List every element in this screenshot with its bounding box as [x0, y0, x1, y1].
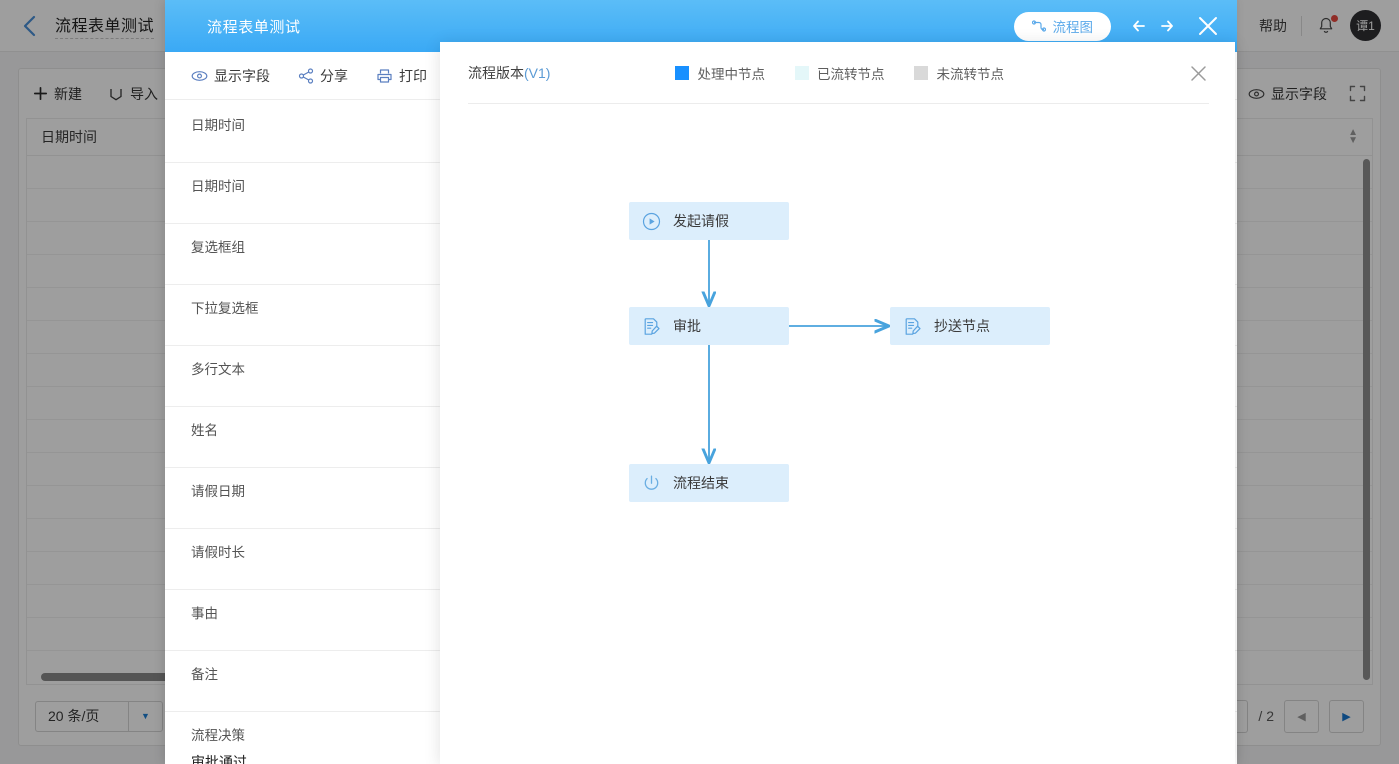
flow-node-label: 流程结束	[673, 475, 729, 491]
horizontal-scrollbar[interactable]	[41, 673, 181, 681]
flow-node-label: 抄送节点	[934, 318, 990, 334]
flow-chart-button[interactable]: 流程图	[1013, 11, 1111, 41]
audit-icon	[629, 317, 673, 336]
flow-chart-modal: 流程版本(V1) 处理中节点 已流转节点 未流转节点 发起请假审批 抄送节点流程结束	[440, 42, 1235, 764]
form-share-label: 分享	[320, 67, 348, 84]
new-record-button[interactable]: 新建	[33, 84, 82, 104]
form-field-label: 多行文本	[191, 362, 245, 377]
avatar[interactable]: 谭1	[1350, 10, 1381, 41]
topbar-right-group: 帮助 谭1	[1259, 10, 1381, 41]
share-icon	[298, 67, 314, 84]
form-show-fields-label: 显示字段	[214, 67, 270, 84]
plus-icon	[33, 86, 48, 101]
close-icon[interactable]	[1188, 63, 1209, 84]
divider	[1301, 15, 1302, 36]
page-size-select[interactable]: 20 条/页 ▼	[35, 700, 163, 732]
sort-icon[interactable]: ▲▼	[1348, 127, 1358, 146]
chevron-down-icon[interactable]: ▼	[128, 701, 162, 731]
legend-swatch	[794, 66, 809, 80]
form-field-label: 日期时间	[191, 118, 245, 133]
caret-left-icon[interactable]: ◀	[1284, 699, 1319, 733]
legend-item: 已流转节点	[794, 63, 885, 83]
form-field-label: 请假时长	[191, 545, 245, 560]
flow-legend: 处理中节点 已流转节点 未流转节点	[675, 63, 1004, 83]
show-fields-button[interactable]: 显示字段	[1248, 84, 1327, 104]
print-icon	[376, 68, 393, 84]
page-title: 流程表单测试	[55, 12, 155, 39]
legend-swatch	[914, 66, 929, 80]
play-circle-icon	[629, 212, 673, 231]
import-icon	[108, 86, 124, 102]
notification-badge	[1331, 14, 1338, 22]
import-label: 导入	[130, 85, 158, 102]
form-print-label: 打印	[399, 67, 427, 84]
flow-node[interactable]: 发起请假	[629, 202, 789, 240]
flow-version-number: (V1)	[524, 65, 551, 81]
import-button[interactable]: 导入	[108, 84, 158, 104]
form-show-fields-button[interactable]: 显示字段	[191, 66, 270, 86]
total-pages-label: / 2	[1258, 708, 1274, 724]
caret-right-icon[interactable]: ▶	[1329, 699, 1364, 733]
vertical-scrollbar[interactable]	[1363, 159, 1370, 680]
show-fields-label: 显示字段	[1271, 85, 1327, 102]
flow-chart-button-label: 流程图	[1052, 20, 1094, 35]
form-field-label: 下拉复选框	[191, 301, 259, 316]
legend-label: 未流转节点	[936, 67, 1004, 82]
legend-label: 已流转节点	[816, 67, 885, 82]
flow-version-label: 流程版本(V1)	[468, 63, 550, 83]
form-field: 流程决策审批通过	[165, 712, 1237, 764]
flow-canvas: 发起请假审批 抄送节点流程结束	[440, 104, 1235, 764]
form-share-button[interactable]: 分享	[298, 66, 348, 86]
legend-swatch	[675, 66, 690, 80]
bell-icon[interactable]	[1316, 14, 1338, 36]
flow-connectors	[440, 240, 1235, 764]
eye-icon	[191, 69, 208, 83]
fullscreen-icon[interactable]	[1349, 85, 1366, 102]
form-field-label: 流程决策	[191, 728, 245, 743]
flow-version-text: 流程版本	[468, 65, 524, 81]
form-panel-title: 流程表单测试	[207, 18, 301, 36]
legend-label: 处理中节点	[697, 67, 765, 82]
eye-icon	[1248, 87, 1265, 101]
form-field-label: 事由	[191, 606, 218, 621]
page-size-value: 20 条/页	[48, 708, 100, 724]
form-field-label: 复选框组	[191, 240, 245, 255]
flow-node[interactable]: 流程结束	[629, 464, 789, 502]
form-field-label: 请假日期	[191, 484, 245, 499]
legend-item: 未流转节点	[914, 63, 1004, 83]
chevron-left-icon[interactable]	[22, 15, 37, 37]
legend-item: 处理中节点	[675, 63, 765, 83]
form-field-value: 审批通过	[191, 754, 247, 764]
form-field-label: 日期时间	[191, 179, 245, 194]
form-field-label: 姓名	[191, 423, 218, 438]
form-print-button[interactable]: 打印	[376, 66, 427, 86]
flow-icon	[1031, 19, 1046, 33]
close-icon[interactable]	[1195, 13, 1221, 39]
flow-node[interactable]: 审批	[629, 307, 789, 345]
col-label: 日期时间	[41, 129, 97, 145]
form-panel-header-actions: 流程图	[1013, 11, 1222, 41]
form-field-label: 备注	[191, 667, 218, 682]
new-record-label: 新建	[54, 85, 82, 102]
flow-node[interactable]: 抄送节点	[890, 307, 1050, 345]
flow-node-label: 审批	[673, 318, 701, 334]
record-nav-arrows[interactable]	[1133, 18, 1173, 34]
help-link[interactable]: 帮助	[1259, 17, 1287, 34]
audit-icon	[890, 317, 934, 336]
flow-modal-header: 流程版本(V1) 处理中节点 已流转节点 未流转节点	[440, 42, 1235, 104]
power-icon	[629, 474, 673, 493]
flow-node-label: 发起请假	[673, 213, 729, 229]
